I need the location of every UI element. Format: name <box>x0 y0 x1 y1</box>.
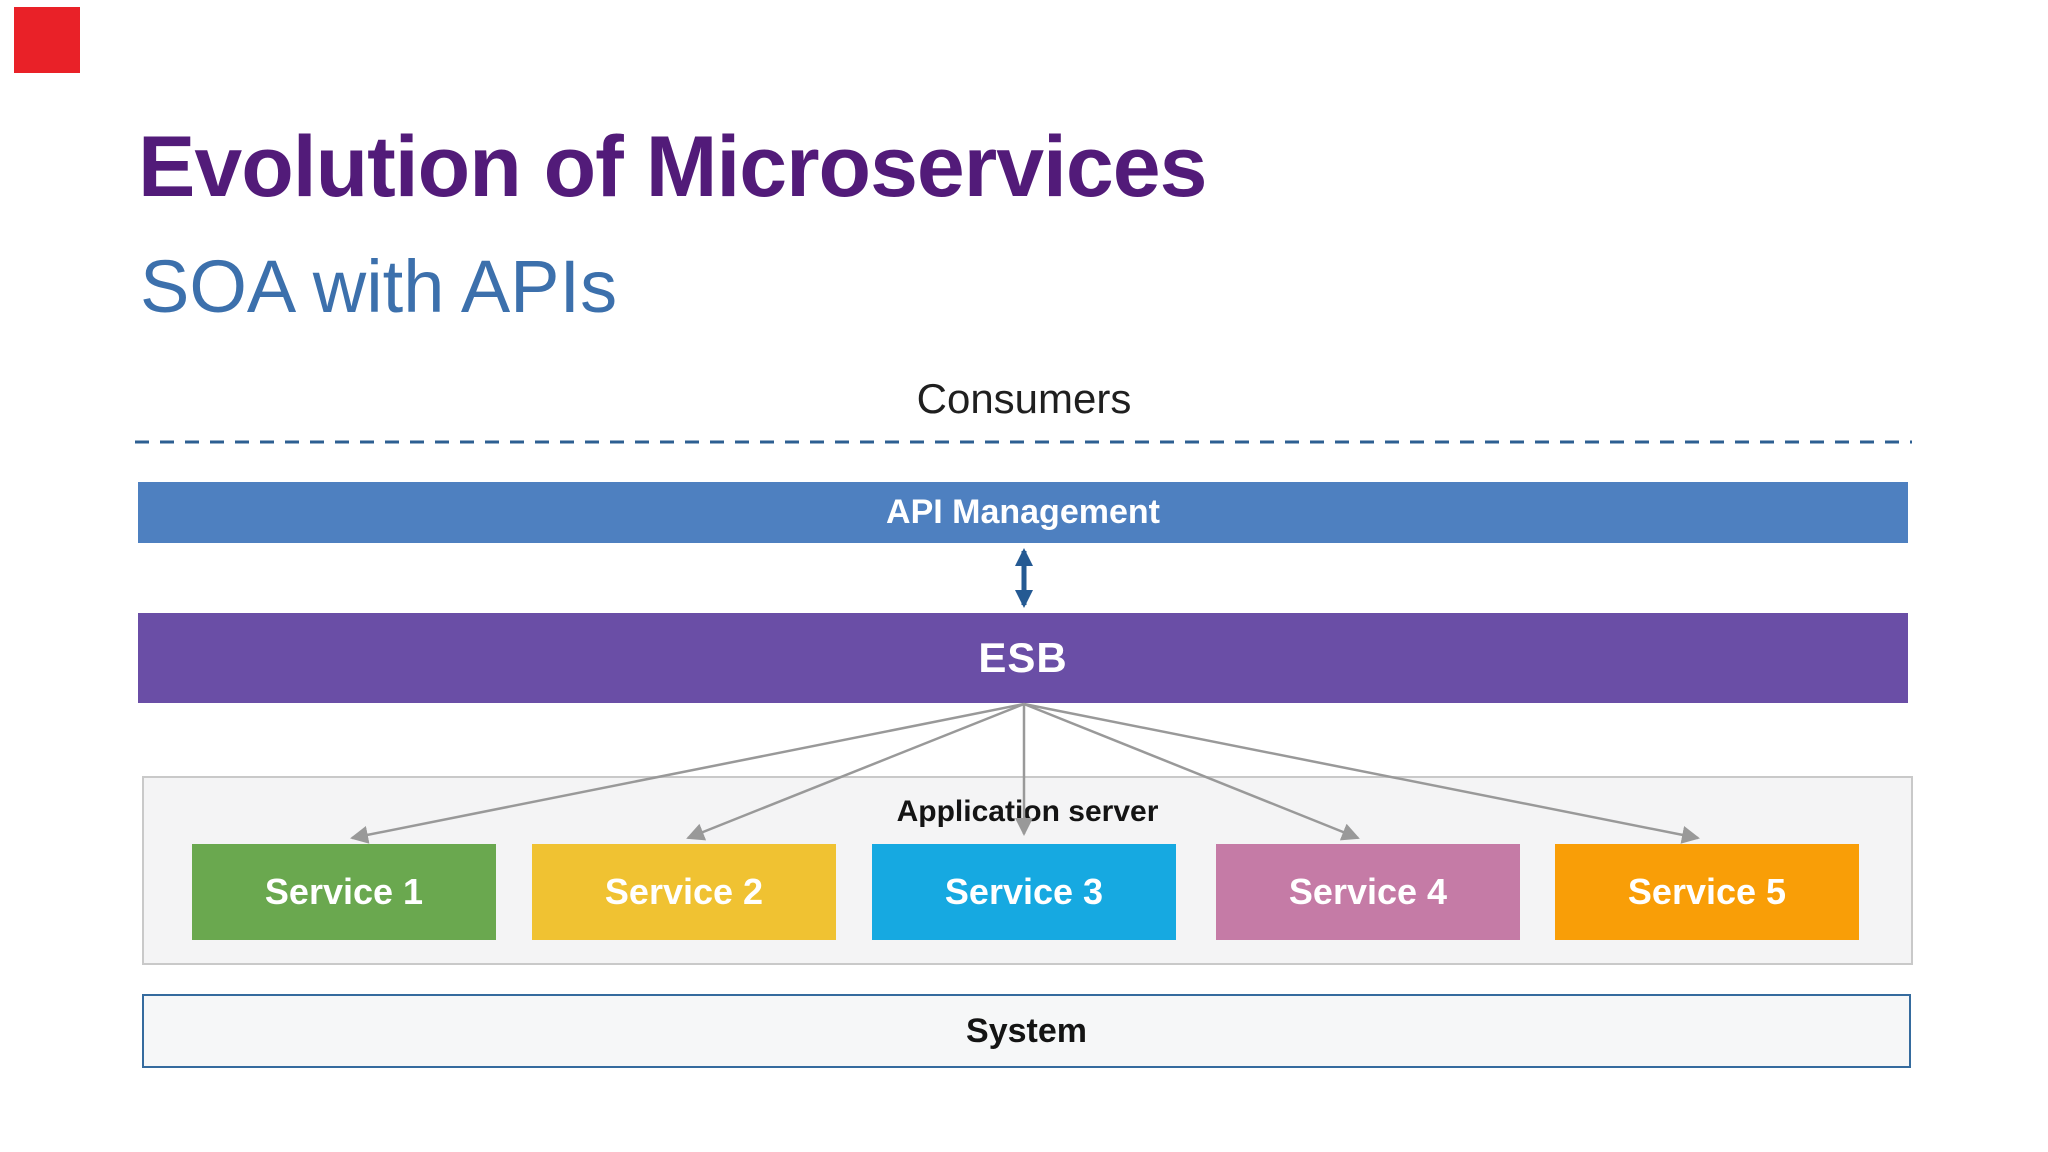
system-label: System <box>966 1011 1087 1050</box>
consumers-label: Consumers <box>916 375 1132 422</box>
system-box: System <box>142 994 1911 1068</box>
service-box-1: Service 1 <box>192 844 496 940</box>
esb-label: ESB <box>978 634 1068 681</box>
api-management-bar: API Management <box>138 482 1908 543</box>
page-subtitle: SOA with APIs <box>140 245 618 328</box>
service-box-2: Service 2 <box>532 844 836 940</box>
service-3-label: Service 3 <box>944 871 1104 912</box>
red-accent-square <box>14 7 80 73</box>
page-title: Evolution of Microservices <box>138 119 1207 215</box>
esb-bar: ESB <box>138 613 1908 703</box>
api-management-label: API Management <box>886 493 1160 531</box>
application-server-label: Application server <box>896 795 1159 828</box>
service-2-label: Service 2 <box>604 871 764 912</box>
service-4-label: Service 4 <box>1288 871 1448 912</box>
service-box-4: Service 4 <box>1216 844 1520 940</box>
service-1-label: Service 1 <box>264 871 424 912</box>
service-box-5: Service 5 <box>1555 844 1859 940</box>
service-5-label: Service 5 <box>1627 871 1787 912</box>
service-box-3: Service 3 <box>872 844 1176 940</box>
